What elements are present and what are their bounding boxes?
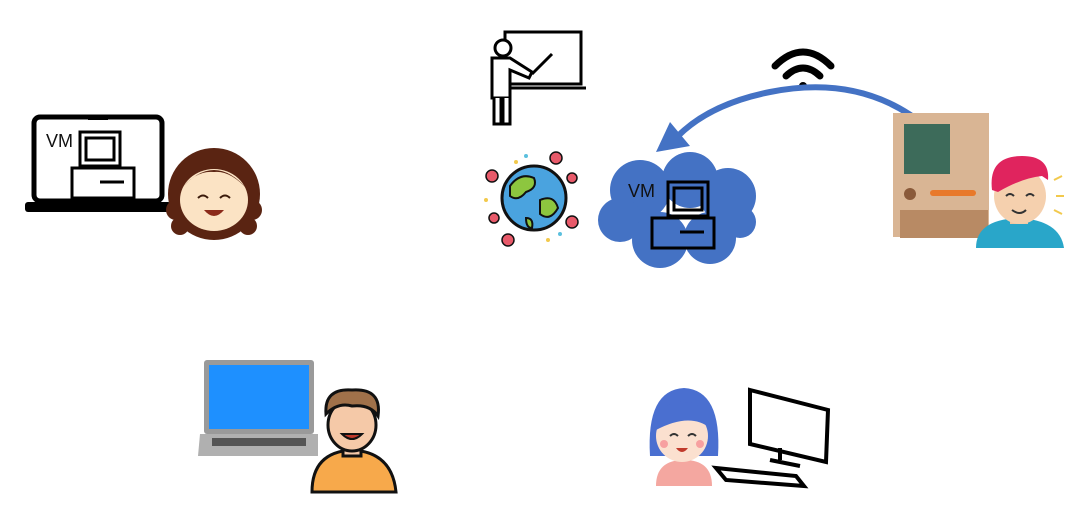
laptop-vm-icon: VM [25, 114, 171, 212]
girl-blue-hair-icon [649, 388, 719, 486]
cloud-vm-label: VM [628, 181, 655, 201]
man-pink-hair-icon [976, 156, 1064, 248]
teacher-board-icon [490, 30, 586, 126]
girl-brown-hair-icon [166, 148, 262, 240]
old-computer-icon [893, 113, 989, 238]
desktop-monitor-icon [711, 387, 831, 489]
cloud-vm-icon: VM [598, 152, 756, 268]
blue-laptop-icon [198, 360, 318, 456]
retro-computer-icon [70, 130, 136, 200]
globe-virus-icon [484, 151, 579, 247]
laptop-vm-label: VM [46, 131, 73, 151]
man-orange-shirt-icon [310, 388, 398, 494]
wifi-icon [771, 48, 835, 90]
